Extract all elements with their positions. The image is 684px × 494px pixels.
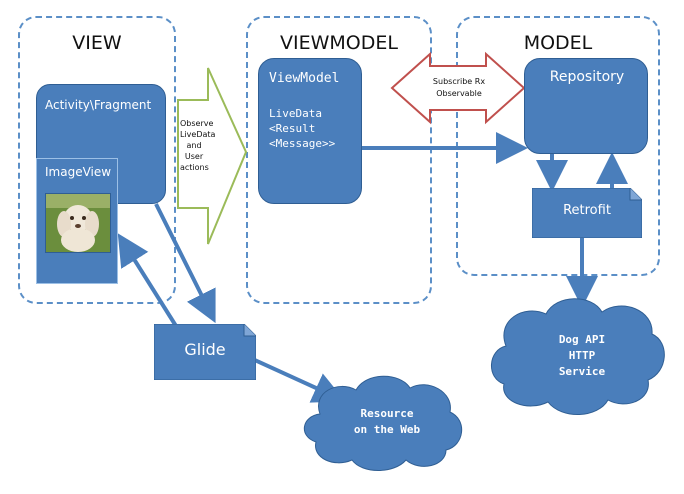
observe-label-line: and	[186, 141, 202, 150]
glide-label: Glide	[184, 340, 226, 359]
observe-label-line: actions	[180, 163, 209, 172]
dog-api-label-line: HTTP	[568, 349, 596, 362]
observe-label-line: Observe	[180, 119, 214, 128]
viewmodel-box: ViewModel LiveData <Result <Message>>	[258, 58, 362, 204]
resource-label-line: Resource	[360, 407, 414, 420]
viewmodel-section-title: VIEWMODEL	[280, 32, 398, 54]
view-section-title: VIEW	[72, 32, 122, 54]
viewmodel-section	[246, 16, 432, 304]
glide-box: Glide	[154, 324, 256, 380]
resource-label: Resource on the Web	[322, 406, 452, 438]
imageview-box: ImageView	[36, 158, 118, 284]
observe-label: Observe LiveData and User actions	[180, 118, 216, 173]
dog-photo-image	[45, 193, 111, 253]
view-section	[18, 16, 176, 304]
observe-label-line: LiveData	[180, 130, 216, 139]
viewmodel-title: ViewModel	[269, 71, 340, 86]
dog-api-label-line: Dog API	[558, 333, 606, 346]
model-section-title: MODEL	[523, 32, 593, 54]
resource-cloud	[304, 375, 463, 471]
dog-api-cloud	[491, 298, 665, 415]
glide-to-resource-arrow	[245, 354, 346, 403]
glide-to-imageview-arrow	[117, 233, 178, 328]
imageview-label: ImageView	[45, 165, 112, 179]
retrofit-box: Retrofit	[532, 188, 642, 238]
repository-box: Repository	[524, 58, 648, 154]
viewmodel-livedata-line: LiveData	[269, 107, 322, 120]
activity-to-glide-arrow	[154, 203, 216, 324]
repository-label: Repository	[549, 69, 625, 85]
subscribe-label: Subscribe Rx Observable	[428, 76, 490, 100]
resource-label-line: on the Web	[353, 423, 421, 436]
activity-fragment-label: Activity\Fragment	[45, 98, 152, 112]
dog-api-label-line: Service	[558, 365, 606, 378]
dog-api-label: Dog API HTTP Service	[516, 332, 648, 380]
subscribe-label-line: Observable	[436, 89, 482, 98]
subscribe-label-line: Subscribe Rx	[432, 77, 486, 86]
viewmodel-livedata-line: <Result	[269, 122, 316, 135]
retrofit-label: Retrofit	[563, 203, 611, 218]
viewmodel-livedata-line: <Message>>	[269, 137, 336, 150]
observe-label-line: User	[184, 152, 204, 161]
observe-arrow	[177, 67, 248, 245]
